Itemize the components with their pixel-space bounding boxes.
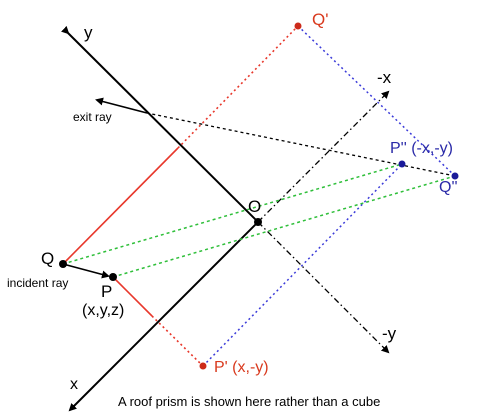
origin-label: O	[248, 197, 262, 216]
q-label: Q	[41, 249, 55, 268]
point-q	[59, 260, 67, 268]
point-q-double-prime	[451, 172, 459, 180]
q-double-prime-label: Q''	[439, 179, 458, 196]
point-origin	[254, 218, 262, 226]
neg-x-axis-label: -x	[377, 68, 392, 87]
red-path-q-prime-dotted	[177, 25, 299, 149]
exit-ray-dotted	[146, 112, 456, 177]
blue-path-q-prime-to-q-double-prime	[297, 25, 456, 177]
neg-y-axis-line	[257, 221, 390, 354]
q-prime-label: Q'	[312, 10, 329, 29]
point-p-double-prime	[398, 160, 406, 168]
p-label: P	[101, 282, 113, 301]
incident-ray-arrow	[62, 263, 110, 279]
neg-x-axis-line	[257, 90, 390, 223]
point-q-prime	[294, 22, 302, 30]
p-double-prime-label: P'' (-x,-y)	[390, 140, 453, 157]
red-path-p-segment	[112, 276, 153, 317]
x-axis-line	[68, 221, 259, 412]
exit-ray-arrow	[95, 97, 148, 114]
neg-y-axis-label: -y	[382, 324, 397, 343]
p-coords-label: (x,y,z)	[82, 302, 125, 319]
red-path-p-prime-dotted	[151, 315, 204, 367]
x-axis-label: x	[70, 376, 78, 393]
point-p	[109, 273, 117, 281]
green-path-q-to-p-double-prime	[62, 163, 403, 265]
point-p-prime	[199, 362, 207, 370]
caption: A roof prism is shown here rather than a…	[118, 394, 381, 409]
blue-path-p-prime-to-p-double-prime	[202, 163, 403, 367]
green-path-p-to-q-double-prime	[112, 175, 456, 278]
y-axis-label: y	[84, 23, 93, 42]
exit-ray-label: exit ray	[73, 110, 112, 124]
incident-ray-label: incident ray	[7, 276, 69, 290]
red-path-q-segment	[62, 147, 179, 265]
p-prime-label: P' (x,-y)	[214, 359, 269, 376]
y-axis-line	[60, 25, 259, 223]
